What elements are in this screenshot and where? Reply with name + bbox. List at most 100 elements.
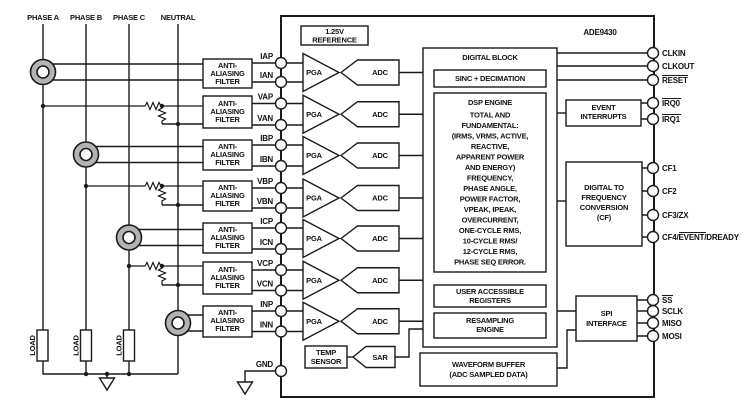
- channel-3: PGA ADC: [302, 135, 423, 176]
- filter-to-pin-wires: [252, 62, 276, 333]
- phase-lines: [42, 24, 179, 375]
- sar-out-wire: [395, 328, 423, 358]
- filter-label: FILTER: [215, 199, 240, 208]
- temp-sensor-label: TEMP: [316, 348, 336, 357]
- channel-2: PGA ADC: [302, 94, 423, 135]
- buffer-to-spi-wire: [557, 329, 576, 369]
- reference-label: REFERENCE: [312, 36, 357, 45]
- pin-cf3-label: CF3/ZX: [662, 211, 689, 220]
- filter-label: ANTI-: [218, 142, 238, 151]
- user-registers-label: USER ACCESSIBLE: [456, 287, 524, 296]
- anti-aliasing-filter-3: [202, 139, 253, 171]
- pin-vcp: [274, 263, 288, 277]
- junction-dot: [159, 183, 165, 189]
- cf4-suffix: /DREADY: [704, 233, 739, 242]
- pin-input-wires: [252, 62, 276, 333]
- dsp-line: DSP ENGINE: [468, 98, 512, 107]
- series-resistor-c: [129, 260, 203, 272]
- load-a-label: LOAD: [28, 334, 37, 355]
- dsp-line: ONE-CYCLE RMS,: [459, 226, 521, 235]
- filter-label: ANTI-: [218, 265, 238, 274]
- adc-6: [339, 267, 400, 294]
- pin-irq1: [646, 112, 660, 126]
- shunt-resistor-a: [156, 106, 168, 124]
- reference-box: [300, 25, 369, 46]
- spi-interface-box: [575, 295, 638, 342]
- load-b-label: LOAD: [72, 334, 81, 355]
- pin-reset-label: RESET: [662, 76, 688, 85]
- sinc-decimation-label: SINC + DECIMATION: [455, 74, 525, 83]
- load-return-rail: [42, 361, 178, 375]
- pin-clkout-label: CLKOUT: [662, 62, 694, 71]
- filter-label: FILTER: [215, 281, 240, 290]
- dtf-box: [565, 161, 643, 247]
- junction-dot: [159, 263, 165, 269]
- right-pins: CLKIN CLKOUT RESET IRQ0 IRQ1 CF1 CF2 CF3…: [646, 46, 740, 343]
- pga-label: PGA: [306, 151, 322, 160]
- pin-vcn: [274, 284, 288, 297]
- pin-clkin-label: CLKIN: [662, 49, 686, 58]
- pin-icn: [274, 242, 288, 256]
- filter-label: ALIASING: [210, 316, 245, 325]
- pga-label: PGA: [306, 276, 322, 285]
- pin-van-label: VAN: [257, 114, 273, 123]
- spi-label: SPI: [601, 309, 613, 318]
- adc-3: [339, 142, 400, 169]
- pin-ibn: [274, 159, 288, 173]
- dsp-line: PHASE ANGLE,: [463, 184, 517, 193]
- dsp-line: FREQUENCY,: [467, 174, 513, 183]
- filter-label: FILTER: [215, 241, 240, 250]
- temp-sensor-label: SENSOR: [311, 357, 342, 366]
- pin-iap: [274, 56, 288, 70]
- pin-clkin: [646, 46, 660, 60]
- anti-aliasing-filter-6: [202, 261, 253, 295]
- digital-block-title: DIGITAL BLOCK: [462, 53, 518, 62]
- phase-c-label: PHASE C: [113, 13, 146, 22]
- pin-cf1-label: CF1: [662, 164, 677, 173]
- junction-dot: [175, 202, 181, 208]
- pin-iap-label: IAP: [260, 52, 274, 61]
- ct-phase-b-hole: [79, 147, 93, 162]
- event-interrupts-label: EVENT: [591, 103, 616, 112]
- pin-ibp: [274, 138, 288, 152]
- dsp-engine-box: [433, 92, 547, 273]
- pga-3: [302, 135, 341, 176]
- filter-label: ALIASING: [210, 107, 245, 116]
- pin-ss-label: SS: [662, 296, 673, 305]
- dsp-engine-text: DSP ENGINE TOTAL AND FUNDAMENTAL: (IRMS,…: [452, 98, 529, 267]
- pin-vbn-label: VBN: [257, 197, 274, 206]
- phase-a-label: PHASE A: [27, 13, 59, 22]
- spi-interface: SPI INTERFACE: [557, 295, 638, 369]
- channel-6: PGA ADC: [302, 260, 423, 301]
- pin-vbn: [274, 201, 288, 215]
- junction-dot: [175, 282, 181, 288]
- pin-sclk-label: SCLK: [662, 307, 683, 316]
- pga-input-wires: [286, 62, 303, 333]
- pin-cf3-zx: [646, 208, 660, 222]
- pin-irq1-label: IRQ1: [662, 115, 681, 124]
- pin-cf2-label: CF2: [662, 187, 677, 196]
- ground-icon: [236, 381, 254, 396]
- dsp-line: 12-CYCLE RMS,: [463, 247, 518, 256]
- pga-label: PGA: [306, 234, 322, 243]
- pin-cf1: [646, 161, 660, 175]
- junction-dot: [175, 121, 181, 127]
- chip-name: ADE9430: [583, 28, 617, 37]
- junction-dot: [126, 263, 132, 269]
- dsp-line: TOTAL AND: [470, 111, 511, 120]
- pin-irq0-label: IRQ0: [662, 99, 681, 108]
- phase-b-label: PHASE B: [70, 13, 103, 22]
- pin-sclk: [646, 304, 660, 318]
- neutral-label: NEUTRAL: [161, 13, 196, 22]
- filter-label: ALIASING: [210, 191, 245, 200]
- voltage-divider-phase-a: [40, 100, 203, 127]
- pin-mosi-label: MOSI: [662, 332, 682, 341]
- load-b: [79, 329, 93, 362]
- pin-icn-label: ICN: [260, 238, 274, 247]
- adc-7: [339, 308, 400, 335]
- gnd-pin-wire: [244, 370, 276, 382]
- pin-miso: [646, 316, 660, 330]
- series-resistor-b: [86, 180, 203, 192]
